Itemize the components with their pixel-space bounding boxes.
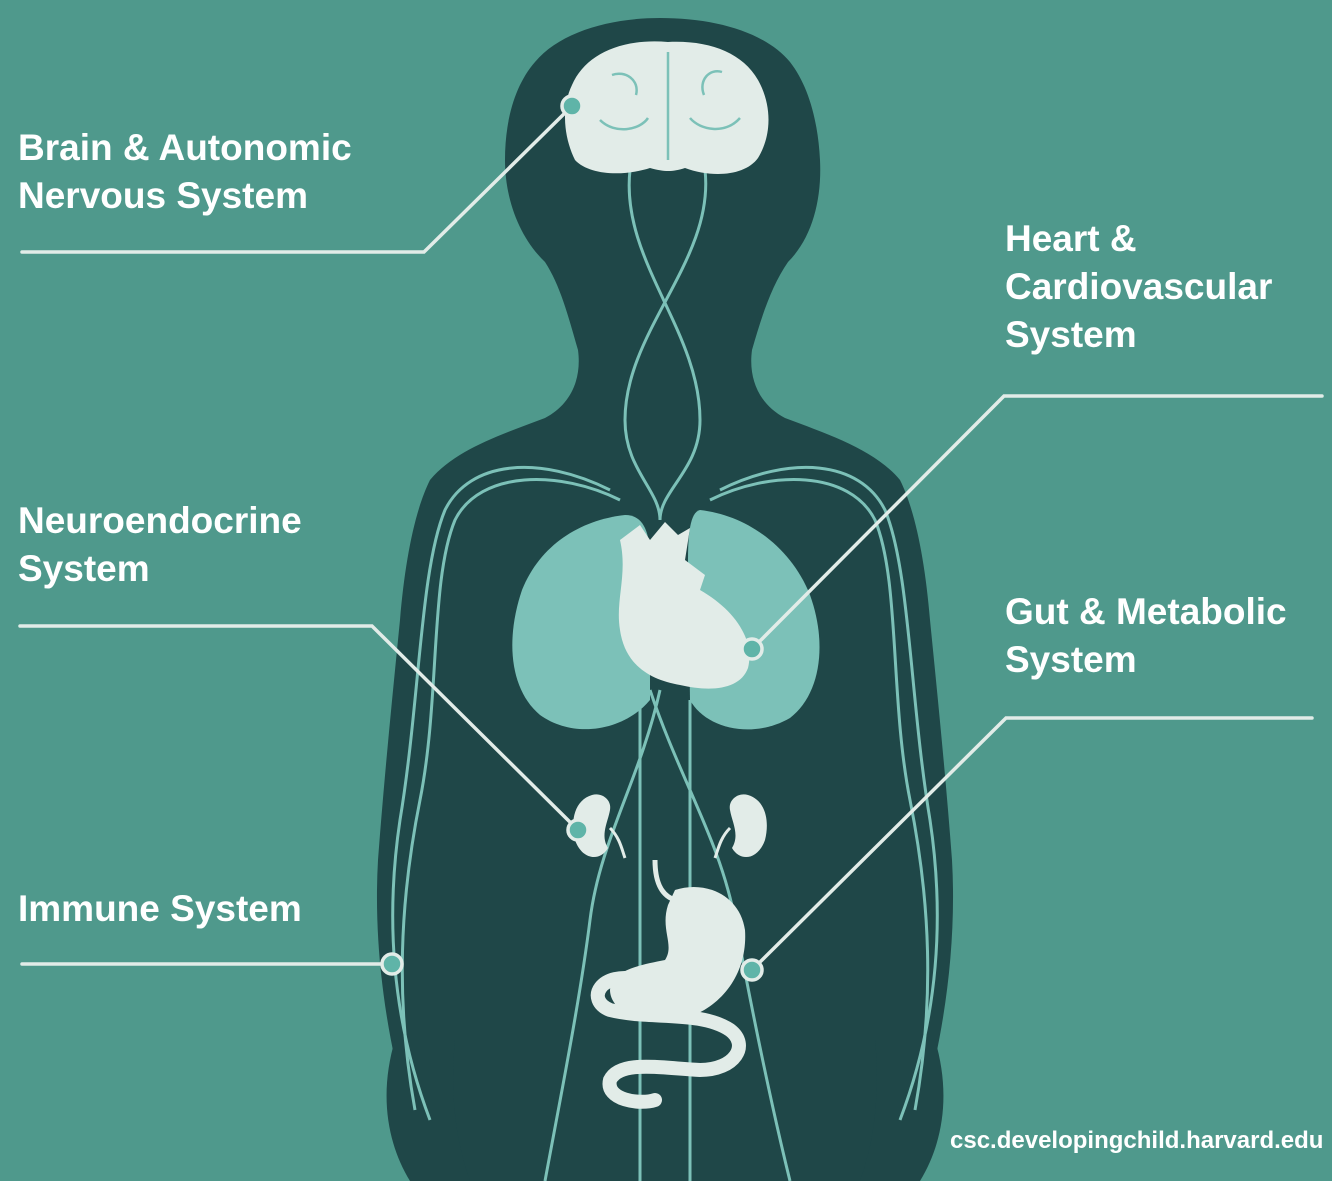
immune-label: Immune System — [18, 885, 302, 933]
neuroendocrine-label: Neuroendocrine System — [18, 497, 302, 593]
heart-label: Heart & Cardiovascular System — [1005, 215, 1272, 359]
gut-marker-dot — [742, 960, 762, 980]
immune-marker-dot — [382, 954, 402, 974]
gut-label: Gut & Metabolic System — [1005, 588, 1287, 684]
brain-marker-dot — [562, 96, 582, 116]
source-url: csc.developingchild.harvard.edu — [950, 1127, 1332, 1155]
brain-label: Brain & Autonomic Nervous System — [18, 124, 352, 220]
neuroendocrine-marker-dot — [568, 820, 588, 840]
brain-organ — [565, 41, 769, 174]
heart-marker-dot — [742, 639, 762, 659]
